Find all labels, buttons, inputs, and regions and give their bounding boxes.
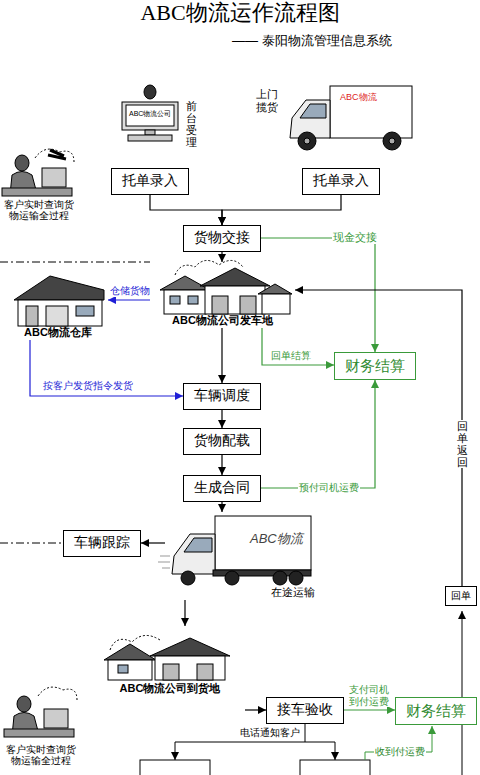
screen-text: ABC物流公司	[129, 110, 171, 118]
node-text: 在途运输	[271, 585, 315, 600]
node-text: 货物交接	[194, 230, 250, 247]
process-box: 托单录入	[111, 168, 189, 195]
query-line	[0, 543, 63, 544]
process-box: 货物配载	[183, 428, 261, 455]
node-text: 财务结算	[345, 357, 405, 375]
flow-arrow	[221, 328, 222, 383]
flow-arrow	[184, 600, 185, 626]
flow-arrow	[344, 709, 395, 710]
node-text: ABC物流仓库	[24, 325, 92, 340]
truck-illustration	[158, 516, 311, 585]
arrival-illustration	[104, 635, 230, 680]
depot-illustration	[160, 260, 292, 314]
flow-arrow	[261, 238, 375, 352]
flow-arrow	[262, 328, 334, 365]
note-label: 电话通知客户	[240, 727, 300, 739]
node-text: 托单录入	[122, 173, 178, 190]
flow-label: 收到付运费	[374, 746, 426, 758]
station-label: 上门揽货	[256, 88, 279, 113]
customer-figure	[2, 149, 74, 196]
warehouse-illustration	[14, 276, 104, 326]
finance-box: 财务结算	[334, 352, 416, 380]
node-text: 托单录入	[313, 173, 369, 190]
vehicle-logo: ABC物流	[250, 532, 303, 547]
vehicle-logo: ABC物流	[340, 92, 377, 102]
process-box: 生成合同	[183, 475, 261, 502]
finance-box: 财务结算	[395, 697, 477, 725]
flow-label: 预付司机运费	[298, 482, 360, 494]
node-text: 财务结算	[406, 702, 466, 720]
flow-arrow	[221, 502, 222, 512]
customer-label: 客户实时查询货物运输全过程	[2, 745, 80, 767]
customer-figure	[4, 687, 77, 737]
node-text: 接车验收	[277, 702, 333, 719]
truck-node: 在途运输	[165, 512, 315, 600]
warehouse-node: ABC物流仓库	[8, 272, 108, 340]
station-label: 前台受理	[186, 100, 197, 148]
flow-arrow	[30, 340, 183, 396]
flow-arrow	[108, 299, 150, 300]
flow-label: 仓储货物	[109, 285, 151, 297]
flow-label: 现金交接	[332, 231, 378, 244]
flow-label: 支付司机到付运费	[348, 684, 392, 707]
flow-arrow	[221, 252, 222, 262]
node-text: ABC物流公司到货地	[120, 681, 221, 696]
flow-arrow	[222, 195, 341, 225]
node-text: 生成合同	[194, 480, 250, 497]
flow-arrow	[245, 709, 266, 710]
query-line	[0, 262, 150, 263]
subtitle: —— 泰阳物流管理信息系统	[232, 34, 392, 49]
flow-arrow	[150, 195, 222, 225]
diagram-title: ABC物流运作流程图	[0, 0, 480, 25]
computer-icon	[122, 85, 178, 141]
node-text: 车辆跟踪	[74, 535, 130, 552]
flow-label: 回单结算	[270, 350, 312, 362]
flow-arrow	[295, 290, 462, 586]
arrival-node: ABC物流公司到货地	[95, 626, 245, 696]
depot-node: ABC物流公司发车地	[150, 262, 295, 328]
receipt-icon: 回单	[445, 586, 477, 606]
van-illustration	[290, 86, 412, 150]
flow-arrow	[221, 455, 222, 475]
flow-label: 按客户发货指令发货	[42, 380, 134, 392]
customer-label: 客户实时查询货物运输全过程	[0, 200, 78, 222]
process-box: 车辆调度	[183, 383, 261, 410]
flow-arrow	[261, 380, 375, 488]
node-text: 车辆调度	[194, 388, 250, 405]
flow-label: 回单返回	[456, 420, 469, 468]
node-text: 货物配载	[194, 433, 250, 450]
process-box: 车辆跟踪	[63, 530, 141, 557]
flow-arrow	[221, 410, 222, 428]
node-text: ABC物流公司发车地	[172, 313, 273, 328]
node-text: 回单	[451, 590, 471, 602]
process-box: 货物交接	[183, 225, 261, 252]
process-box: 接车验收	[266, 697, 344, 724]
process-box: 托单录入	[302, 168, 380, 195]
flow-arrow	[141, 542, 165, 543]
